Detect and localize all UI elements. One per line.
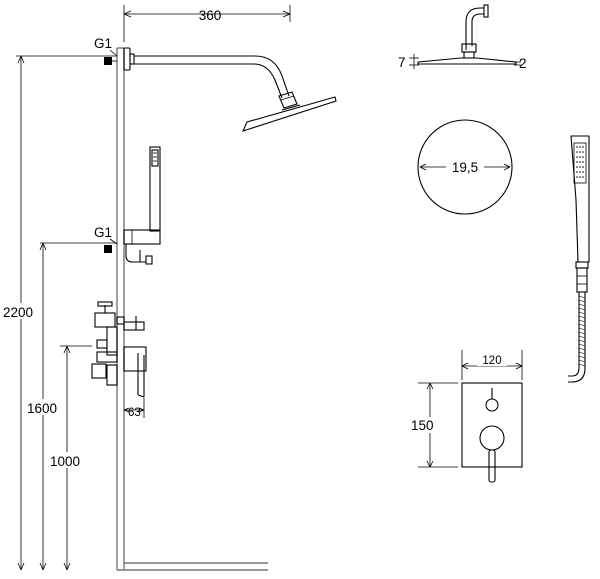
hose-ribs bbox=[578, 295, 586, 367]
shower-arm bbox=[123, 47, 337, 132]
dim-height-mid: 1600 bbox=[26, 242, 62, 571]
head-diameter-label: 19,5 bbox=[452, 160, 478, 175]
mixer-front-plate bbox=[461, 382, 523, 483]
arm-length-label: 360 bbox=[199, 8, 222, 23]
mixer-depth-label: 63 bbox=[128, 407, 141, 419]
thread-top-label: G1 bbox=[94, 36, 112, 51]
plate-height-label: 150 bbox=[411, 418, 434, 433]
head-top-view: 19,5 bbox=[417, 119, 513, 215]
height-mixer-label: 1000 bbox=[50, 454, 80, 469]
hand-shower-side bbox=[123, 146, 161, 265]
thread-mid: G1 bbox=[40, 225, 118, 253]
head-side-detail: 7 2 bbox=[398, 4, 527, 71]
wall-and-floor bbox=[116, 47, 268, 571]
hand-shower-front bbox=[568, 135, 590, 383]
mixer-side bbox=[91, 301, 147, 398]
thread-top: G1 bbox=[94, 36, 118, 65]
head-thickness-edge-label: 2 bbox=[519, 56, 527, 71]
nozzle-pattern bbox=[576, 146, 584, 178]
dim-height-mixer: 1000 bbox=[48, 345, 92, 571]
dim-mixer-depth: 63 bbox=[123, 398, 145, 419]
thread-mid-label: G1 bbox=[94, 225, 112, 240]
dim-height-total: 2200 bbox=[2, 55, 117, 571]
dim-plate-width: 120 bbox=[461, 350, 523, 380]
head-thickness-top-label: 7 bbox=[398, 55, 406, 70]
plate-width-label: 120 bbox=[482, 355, 501, 367]
dim-arm-length: 360 bbox=[123, 5, 291, 42]
height-mid-label: 1600 bbox=[27, 401, 57, 416]
dim-plate-height: 150 bbox=[410, 382, 458, 468]
height-total-label: 2200 bbox=[3, 305, 33, 320]
